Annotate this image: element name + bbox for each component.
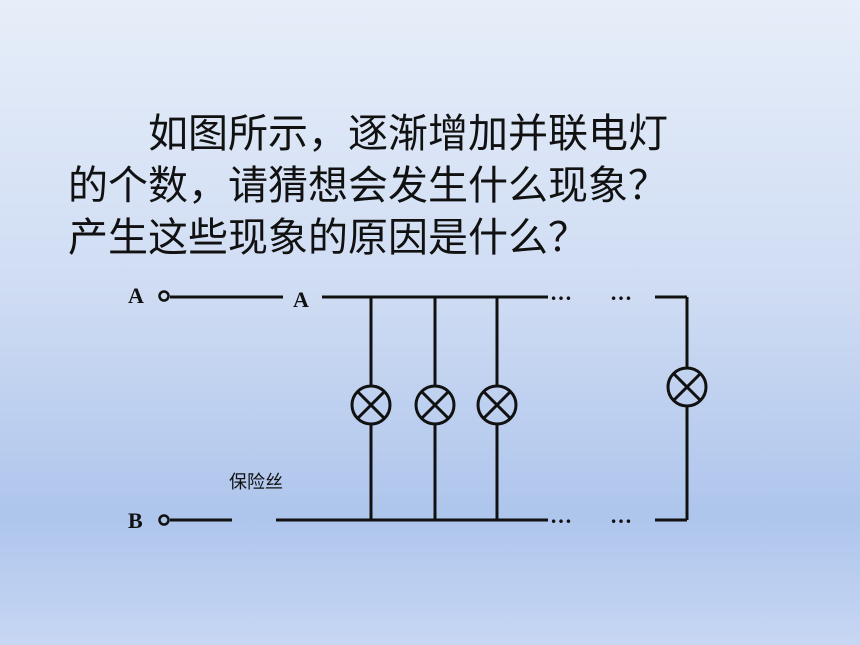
- ellipsis-bottom-2: …: [610, 503, 634, 528]
- question-line-3: 产生这些现象的原因是什么？: [68, 215, 588, 261]
- ellipsis-top-2: …: [610, 280, 634, 305]
- terminal-a-inner-label: A: [293, 287, 309, 312]
- terminal-a-outer-label: A: [128, 283, 144, 308]
- ellipsis-bottom-1: …: [550, 503, 574, 528]
- lamp-2-icon: [414, 384, 456, 426]
- lamp-n-icon: [666, 366, 708, 408]
- question-text: 如图所示，逐渐增加并联电灯 的个数，请猜想会发生什么现象？ 产生这些现象的原因是…: [68, 108, 808, 264]
- question-line-1: 如图所示，逐渐增加并联电灯: [148, 111, 668, 157]
- lamp-3-icon: [476, 384, 518, 426]
- terminal-b-label: B: [128, 508, 143, 533]
- terminal-b-circle-icon: [158, 514, 170, 526]
- lamp-1-icon: [350, 384, 392, 426]
- fuse-label: 保险丝: [229, 472, 283, 493]
- terminal-a-circle-icon: [158, 290, 170, 302]
- ellipsis-top-1: …: [550, 280, 574, 305]
- question-line-2: 的个数，请猜想会发生什么现象？: [68, 163, 668, 209]
